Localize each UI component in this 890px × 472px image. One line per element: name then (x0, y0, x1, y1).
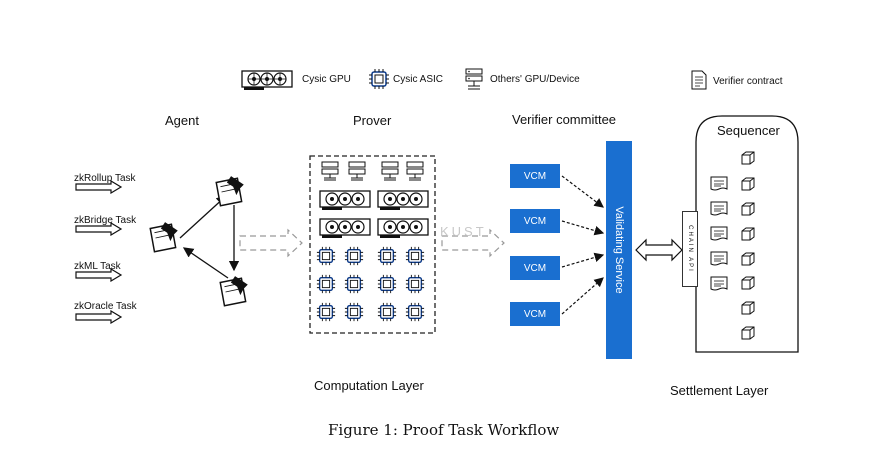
computation-layer-label: Computation Layer (314, 378, 424, 393)
asic-chip-icon (369, 69, 389, 89)
device-server-icon (381, 161, 399, 181)
validating-service-label: Validating Service (613, 206, 625, 294)
task-item: zkBridge Task (74, 210, 136, 228)
asic-chip-icon (377, 302, 397, 322)
asic-chip-icon (405, 302, 425, 322)
task-arrow (75, 268, 122, 282)
prover-title: Prover (353, 113, 392, 128)
prover-box (309, 155, 436, 334)
verifier-contract-icon (710, 276, 728, 291)
vcm-box: VCM (510, 209, 560, 233)
task-list: zkRollup Task zkBridge Task zkML Task zk… (74, 168, 154, 328)
asic-chip-icon (316, 274, 336, 294)
block-cube-icon (741, 151, 755, 165)
gpu-icon (241, 70, 293, 90)
asic-chip-icon (344, 302, 364, 322)
vcm-label: VCM (523, 262, 547, 274)
verifier-committee-title: Verifier committee (512, 112, 617, 127)
block-cube-icon (741, 227, 755, 241)
vcm-box: VCM (510, 302, 560, 326)
verifier-contract-icon (710, 226, 728, 241)
task-item: zkOracle Task (74, 296, 137, 314)
legend-asic-label: Cysic ASIC (393, 74, 444, 85)
asic-chip-icon (344, 274, 364, 294)
device-server-icon (348, 161, 366, 181)
verifier-contract-icon (710, 201, 728, 216)
device-server-icon (465, 68, 483, 90)
agent-to-prover-arrow (239, 228, 303, 258)
legend-device-label: Others' GPU/Device (490, 74, 580, 85)
settlement-layer-label: Settlement Layer (670, 383, 769, 398)
asic-chip-icon (377, 274, 397, 294)
vcm-box: VCM (510, 164, 560, 188)
vcm-label: VCM (523, 170, 547, 182)
agent-note-bottom-icon (219, 275, 249, 307)
vcm-connectors (561, 175, 605, 315)
figure-caption: Figure 1: Proof Task Workflow (328, 421, 560, 439)
watermark: KUST (440, 224, 487, 239)
agent-note-left-icon (149, 221, 179, 253)
block-cube-icon (741, 301, 755, 315)
verifier-contract-icon (710, 251, 728, 266)
task-arrow (75, 222, 122, 236)
task-arrow (75, 180, 122, 194)
task-label: zkRollup Task (74, 173, 136, 184)
asic-grid (316, 246, 425, 322)
asic-chip-icon (377, 246, 397, 266)
legend-contract-label: Verifier contract (713, 76, 783, 87)
verifier-contract-icon (691, 70, 707, 90)
chain-api-label: CHAIN API (687, 225, 693, 273)
device-server-icon (406, 161, 424, 181)
asic-chip-icon (405, 246, 425, 266)
task-label: zkML Task (74, 261, 121, 272)
gpu-icon (319, 218, 371, 239)
asic-chip-icon (316, 302, 336, 322)
block-cube-icon (741, 252, 755, 266)
vcm-label: VCM (523, 215, 547, 227)
asic-chip-icon (316, 246, 336, 266)
chain-api-box: CHAIN API (682, 211, 698, 287)
legend: Cysic GPU Cysic ASIC Others' GPU/Device … (240, 66, 800, 96)
gpu-icon (377, 218, 429, 239)
agent-note-top-icon (215, 175, 245, 207)
block-cube-icon (741, 202, 755, 216)
block-cube-icon (741, 177, 755, 191)
sequencer-title: Sequencer (717, 123, 780, 138)
gpu-icon (319, 190, 371, 211)
prover-to-verifier-arrow (441, 228, 505, 258)
task-arrow (75, 310, 122, 324)
agent-title: Agent (165, 113, 199, 128)
task-item: zkML Task (74, 256, 121, 274)
task-item: zkRollup Task (74, 168, 136, 186)
legend-gpu-label: Cysic GPU (302, 74, 351, 85)
block-cube-icon (741, 326, 755, 340)
verifier-contract-icon (710, 176, 728, 191)
agent-triangle (179, 195, 240, 279)
device-server-icon (321, 161, 339, 181)
asic-chip-icon (405, 274, 425, 294)
block-cube-icon (741, 276, 755, 290)
validating-service-bar: Validating Service (606, 141, 632, 359)
validating-to-chain-arrow (635, 238, 683, 262)
task-label: zkBridge Task (74, 215, 137, 226)
vcm-label: VCM (523, 308, 547, 320)
gpu-icon (377, 190, 429, 211)
vcm-box: VCM (510, 256, 560, 280)
asic-chip-icon (344, 246, 364, 266)
task-label: zkOracle Task (74, 301, 137, 312)
